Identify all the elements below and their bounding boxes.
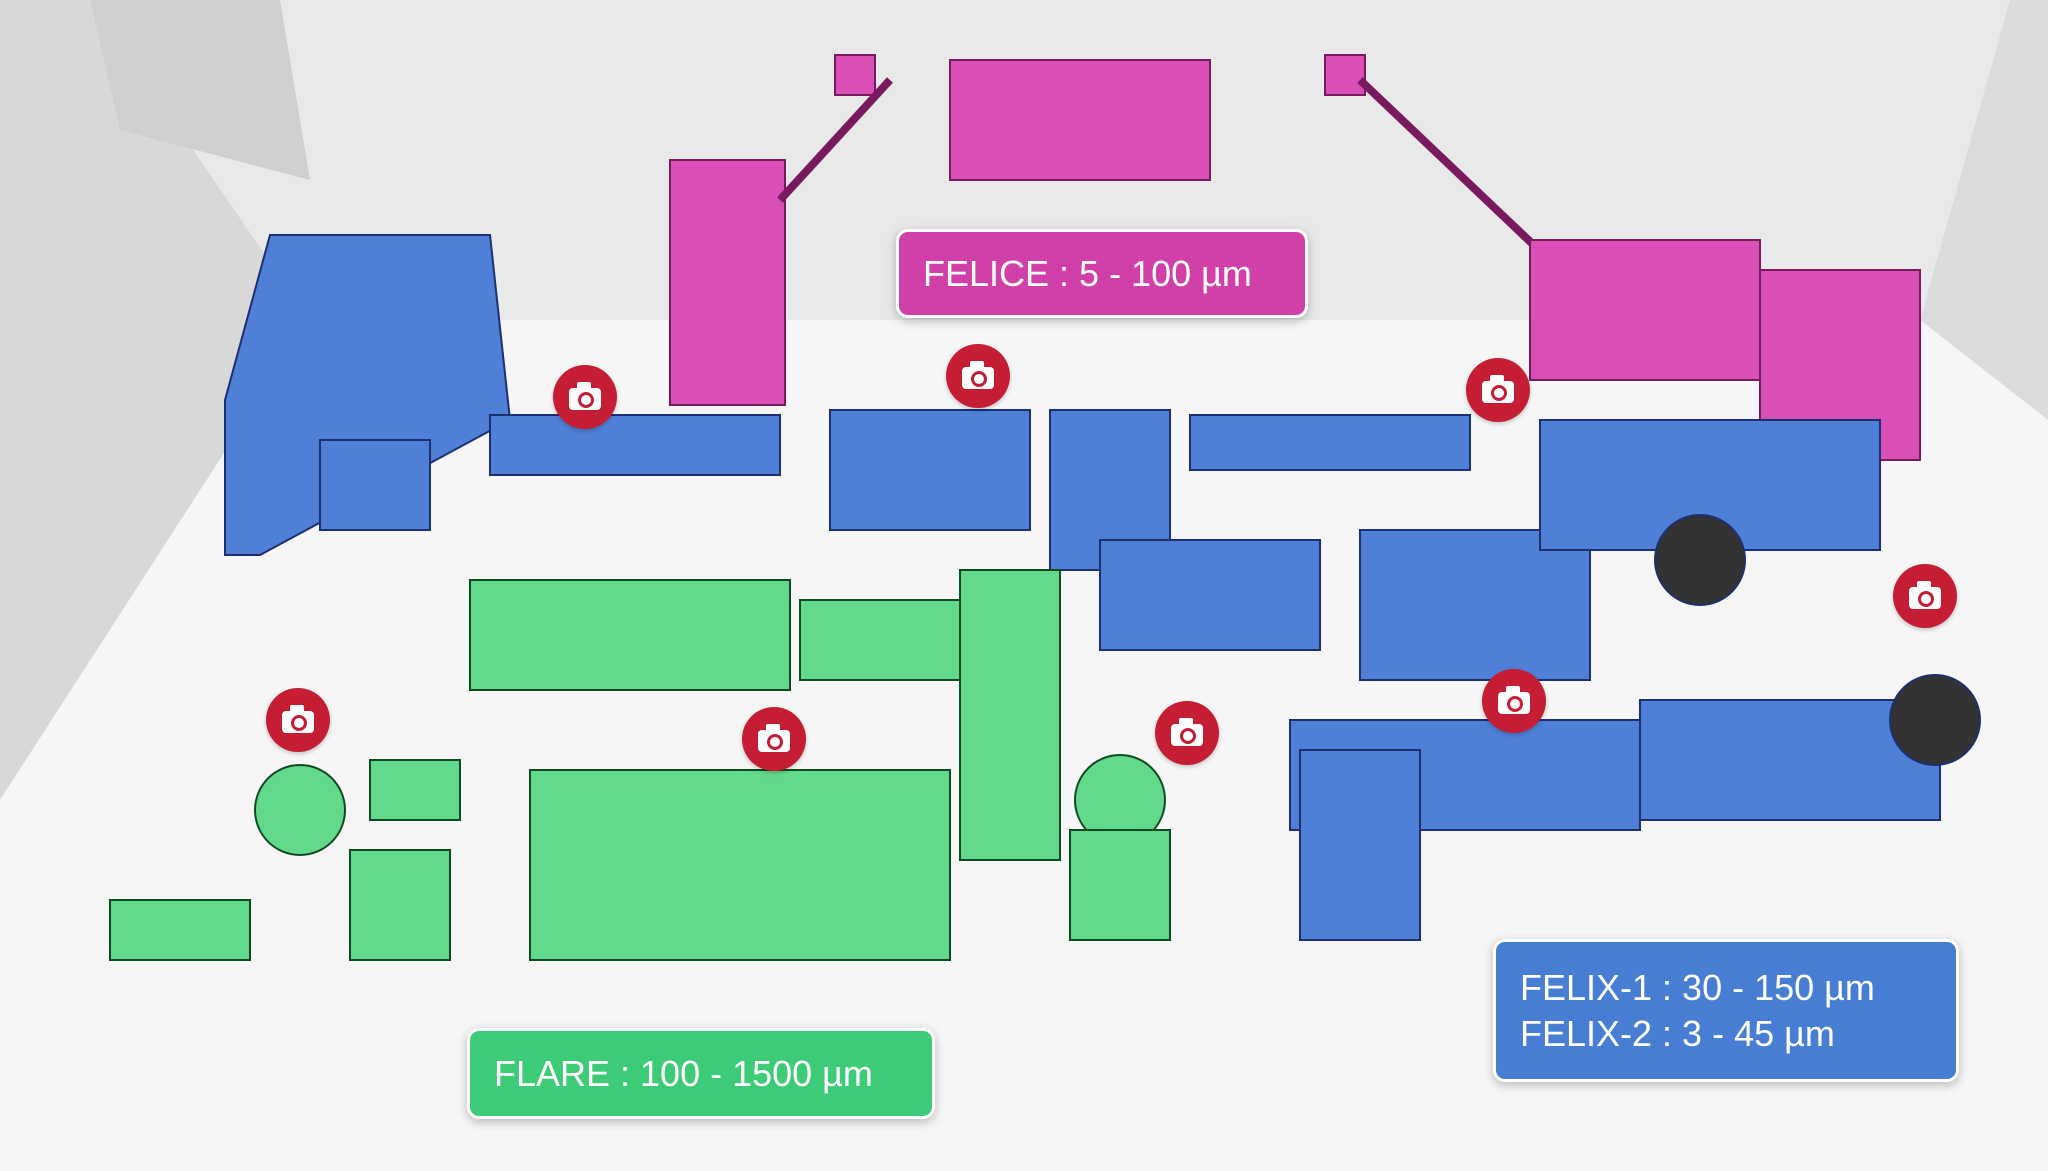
left-wall [0, 0, 310, 800]
camera-button[interactable] [266, 688, 330, 752]
camera-button[interactable] [553, 365, 617, 429]
camera-icon [569, 382, 601, 410]
camera-icon [758, 724, 790, 752]
felix-label: FELIX-1 : 30 - 150 µm FELIX-2 : 3 - 45 µ… [1493, 939, 1959, 1082]
felix-beamline [224, 234, 1981, 941]
right-wall [1920, 0, 2048, 420]
camera-icon [962, 361, 994, 389]
felice-range: FELICE : 5 - 100 µm [923, 252, 1252, 294]
flare-beamline [109, 569, 1171, 961]
felix1-range: FELIX-1 : 30 - 150 µm [1520, 966, 1875, 1008]
camera-button[interactable] [1155, 701, 1219, 765]
felix2-range: FELIX-2 : 3 - 45 µm [1520, 1012, 1835, 1054]
camera-icon [1909, 581, 1941, 609]
felice-beamline [669, 54, 1921, 461]
camera-icon [282, 705, 314, 733]
flare-label: FLARE : 100 - 1500 µm [467, 1028, 935, 1119]
camera-button[interactable] [1893, 564, 1957, 628]
camera-icon [1171, 718, 1203, 746]
camera-icon [1482, 375, 1514, 403]
camera-button[interactable] [946, 344, 1010, 408]
flare-range: FLARE : 100 - 1500 µm [494, 1052, 873, 1094]
left-wall-step [90, 0, 310, 180]
camera-button[interactable] [742, 707, 806, 771]
camera-icon [1498, 686, 1530, 714]
camera-button[interactable] [1482, 669, 1546, 733]
camera-button[interactable] [1466, 358, 1530, 422]
felice-label: FELICE : 5 - 100 µm [896, 229, 1308, 318]
